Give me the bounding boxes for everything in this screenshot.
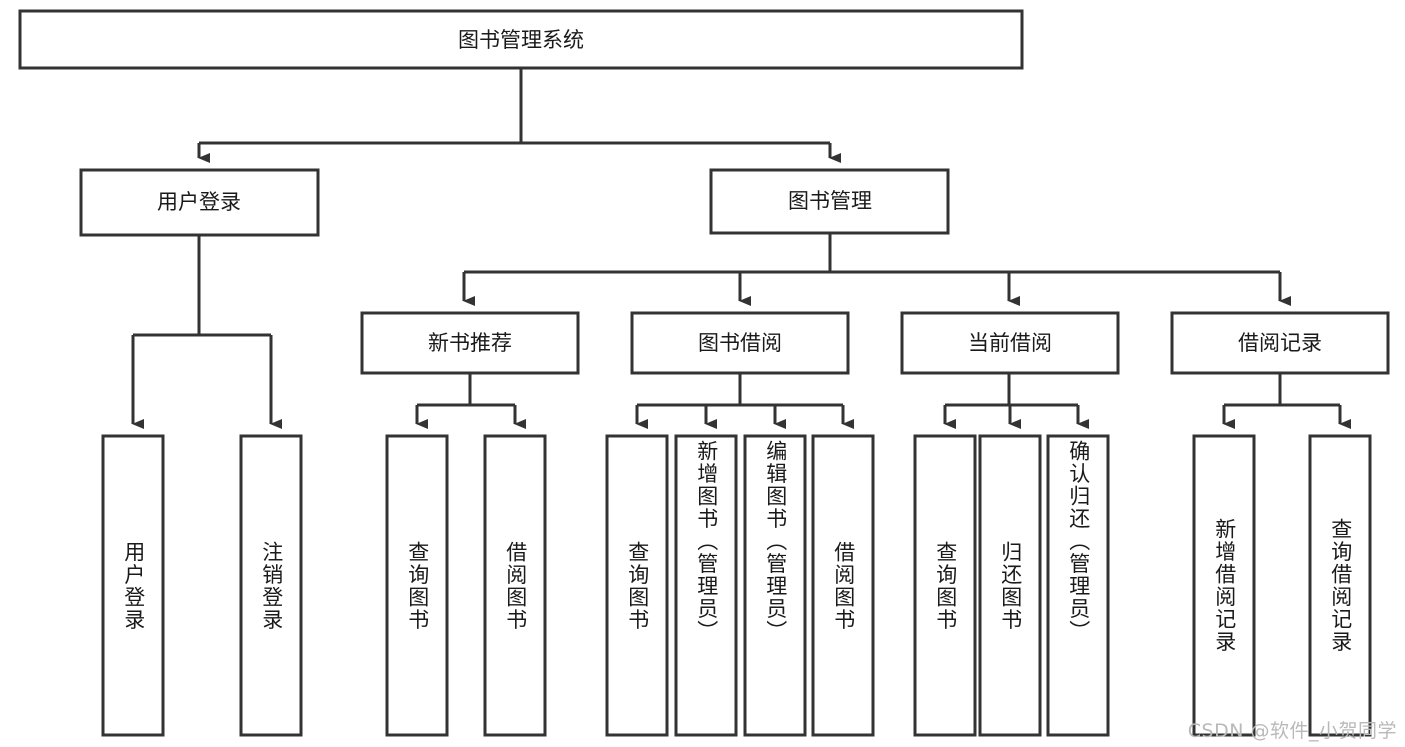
node-user-login[interactable]: 用户登录: [79, 168, 320, 237]
node-book-borrow-box[interactable]: [630, 311, 850, 375]
node-borrow-record-box[interactable]: [1170, 311, 1390, 375]
leaf-box-user-login[interactable]: [101, 434, 165, 737]
leaf-box-return-book[interactable]: [978, 434, 1042, 737]
leaf-box-edit-book[interactable]: [743, 434, 807, 737]
leaf-box-query-book-2[interactable]: [605, 434, 669, 737]
node-system-title-label: 图书管理系统: [458, 28, 584, 52]
node-system-title-box[interactable]: [18, 9, 1024, 70]
node-user-login-box[interactable]: [79, 168, 320, 237]
watermark-text: CSDN @软件_小贺同学: [1187, 720, 1397, 742]
node-book-borrow-label: 图书借阅: [698, 331, 782, 355]
node-new-book-recommend-box[interactable]: [360, 311, 580, 375]
leaf-box-borrow-book-2[interactable]: [811, 434, 875, 737]
node-borrow-record[interactable]: 借阅记录: [1170, 311, 1390, 375]
leaf-box-group: [101, 434, 1372, 737]
node-user-login-label: 用户登录: [157, 190, 241, 214]
node-current-borrow-box[interactable]: [900, 311, 1120, 375]
node-borrow-record-label: 借阅记录: [1238, 331, 1322, 355]
node-new-book-recommend-label: 新书推荐: [428, 331, 512, 355]
node-book-manage[interactable]: 图书管理: [709, 168, 950, 235]
node-current-borrow[interactable]: 当前借阅: [900, 311, 1120, 375]
leaf-box-query-record[interactable]: [1308, 434, 1372, 737]
leaf-box-confirm-return[interactable]: [1046, 434, 1110, 737]
node-new-book-recommend[interactable]: 新书推荐: [360, 311, 580, 375]
leaf-box-query-book-1[interactable]: [385, 434, 449, 737]
node-book-borrow[interactable]: 图书借阅: [630, 311, 850, 375]
leaf-box-add-book[interactable]: [674, 434, 738, 737]
node-book-manage-label: 图书管理: [788, 189, 872, 213]
connector-group: [131, 68, 1351, 429]
node-system-title[interactable]: 图书管理系统: [18, 9, 1024, 70]
node-current-borrow-label: 当前借阅: [968, 331, 1052, 355]
node-book-manage-box[interactable]: [709, 168, 950, 235]
leaf-box-query-book-3[interactable]: [913, 434, 977, 737]
leaf-box-borrow-book-1[interactable]: [483, 434, 547, 737]
leaf-box-add-record[interactable]: [1192, 434, 1256, 737]
leaf-box-user-logout[interactable]: [239, 434, 303, 737]
